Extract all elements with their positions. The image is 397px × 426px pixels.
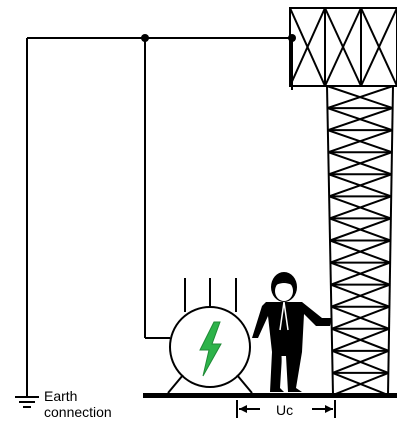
tower-brace xyxy=(328,173,392,198)
tower-braces xyxy=(326,85,394,396)
tower-brace xyxy=(327,107,393,132)
tower-brace xyxy=(330,283,391,308)
tower-brace xyxy=(332,349,390,374)
tower-brace xyxy=(331,305,390,330)
earth-ground-icon xyxy=(15,396,39,408)
uc-voltage-label: Uc xyxy=(276,402,294,418)
earth-connection-label-line2: connection xyxy=(44,404,112,420)
tower-brace xyxy=(329,195,392,220)
tower-brace xyxy=(327,85,394,110)
wire-junction-left xyxy=(141,34,149,42)
tower-brace xyxy=(331,327,390,352)
tower-brace xyxy=(327,129,393,154)
tower-brace xyxy=(329,217,392,242)
lattice-tower xyxy=(326,85,394,396)
tower-brace xyxy=(332,371,389,396)
tower-crossarm xyxy=(289,7,397,87)
tower-brace xyxy=(328,151,393,176)
overhead-wires xyxy=(26,37,293,397)
tower-brace xyxy=(330,239,391,264)
ground-floor xyxy=(143,393,397,398)
uc-dimension xyxy=(236,400,336,418)
person-touching-tower-icon xyxy=(252,272,332,392)
tower-brace xyxy=(330,261,391,286)
lightning-bolt-icon xyxy=(199,321,222,377)
earth-connection-label-line1: Earth xyxy=(44,388,78,404)
